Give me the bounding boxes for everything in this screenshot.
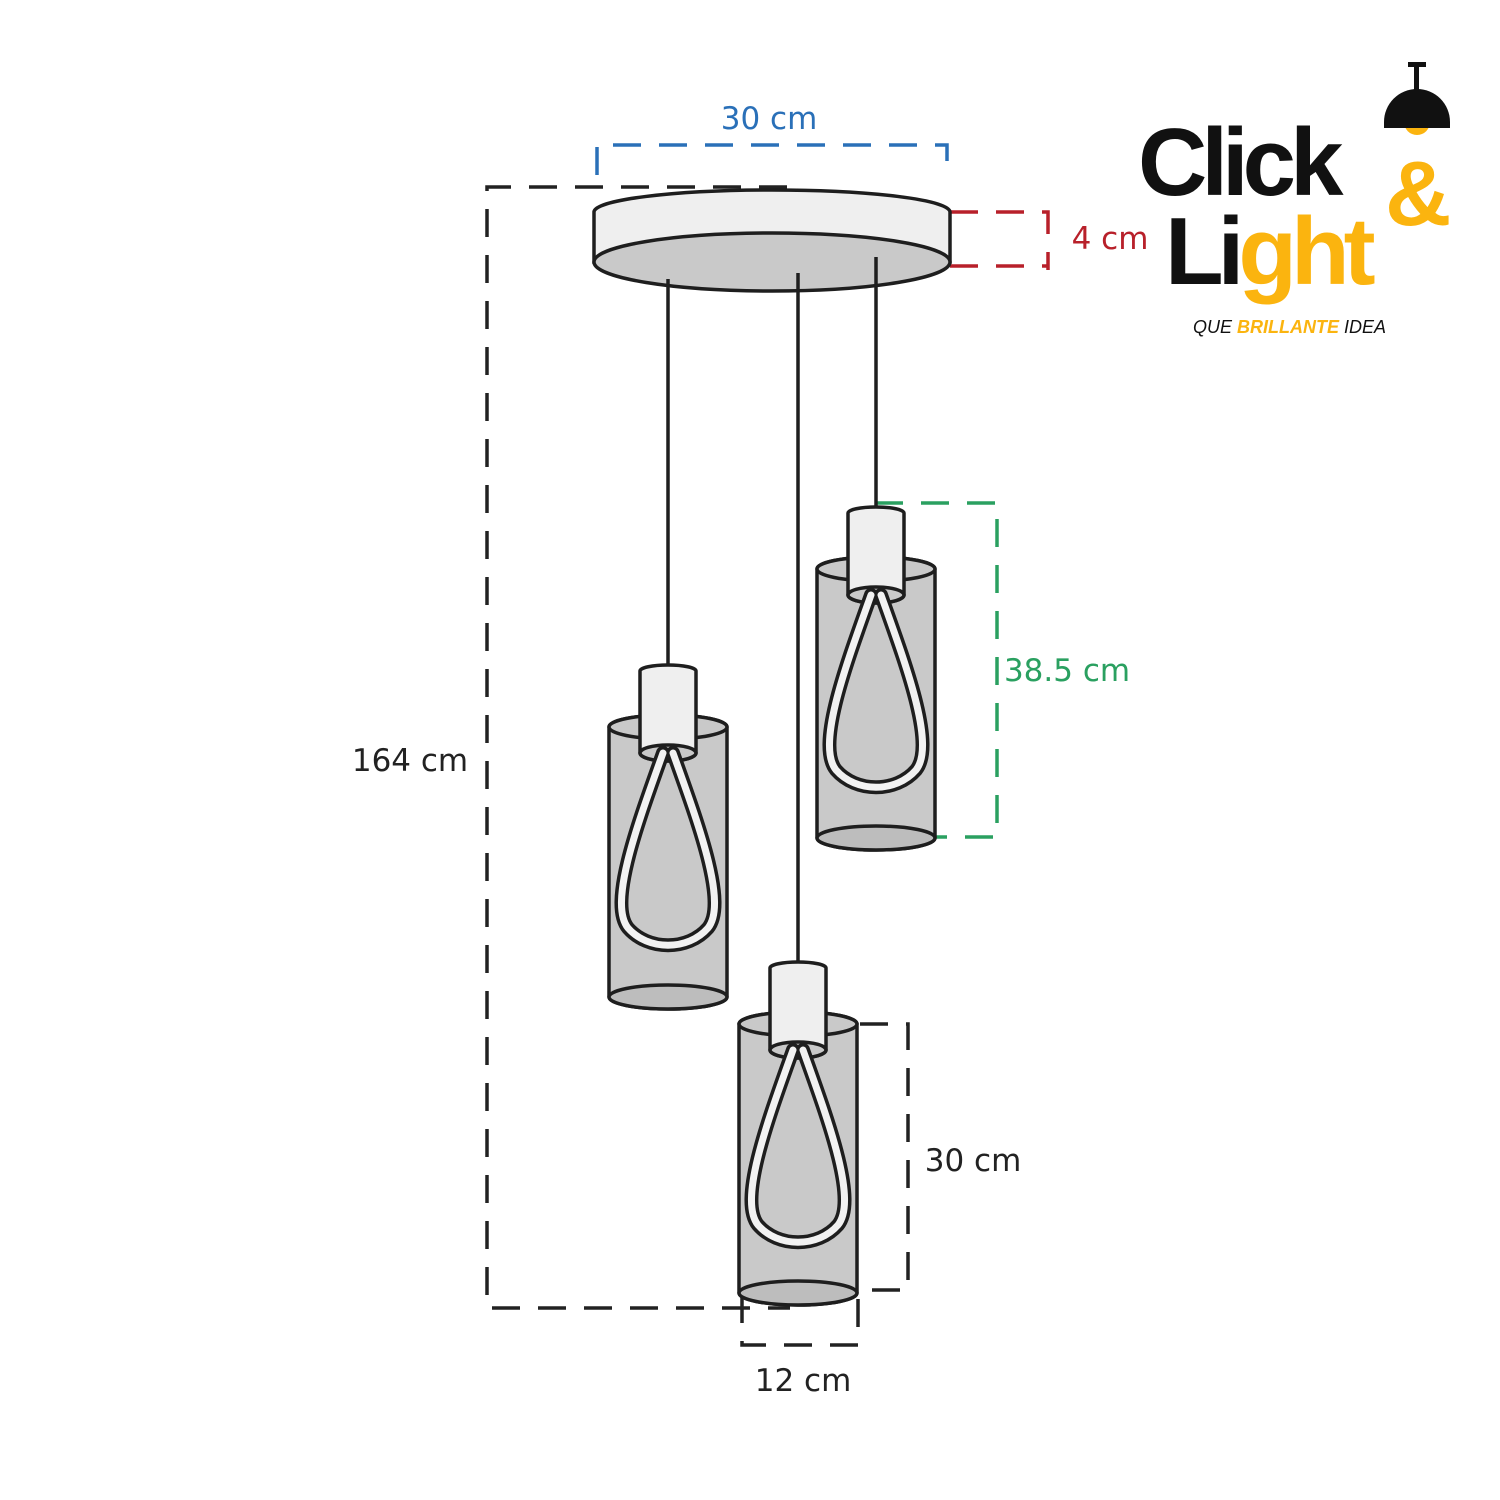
logo-tagline: QUE BRILLANTE IDEA xyxy=(1193,317,1386,337)
led-filament xyxy=(825,591,927,791)
canopy-width-label: 30 cm xyxy=(721,101,818,137)
led-filament xyxy=(747,1046,849,1246)
pendant-right xyxy=(815,257,937,852)
shade-diameter-dimension-line xyxy=(740,1295,860,1347)
shade-height-label: 30 cm xyxy=(925,1143,1022,1179)
shade-bottom-rim xyxy=(737,1279,859,1307)
total-height-dimension-line xyxy=(485,185,790,1310)
canopy-height-dimension-line xyxy=(950,210,1050,270)
shade-socket-height-label: 38.5 cm xyxy=(1004,653,1130,689)
ceiling-canopy xyxy=(592,188,952,293)
canopy-width-dimension-line xyxy=(595,143,949,178)
pendant-lamp-logo-icon xyxy=(1384,62,1450,135)
shade-diameter-label: 12 cm xyxy=(755,1363,852,1399)
canopy-height-label: 4 cm xyxy=(1072,221,1149,257)
total-height-label: 164 cm xyxy=(352,743,468,779)
shade-bottom-rim xyxy=(607,983,729,1011)
logo-word-light: Light xyxy=(1165,198,1375,305)
shade-bottom-rim xyxy=(815,824,937,852)
pendant-center xyxy=(737,273,859,1307)
logo-word-click: Click xyxy=(1138,109,1344,216)
shade-height-dimension-line xyxy=(860,1022,910,1292)
brand-logo: Click & Light QUE BRILLANTE IDEA xyxy=(1138,62,1451,337)
logo-ampersand: & xyxy=(1385,143,1451,245)
pendant-left xyxy=(607,279,729,1011)
led-filament xyxy=(617,749,719,949)
